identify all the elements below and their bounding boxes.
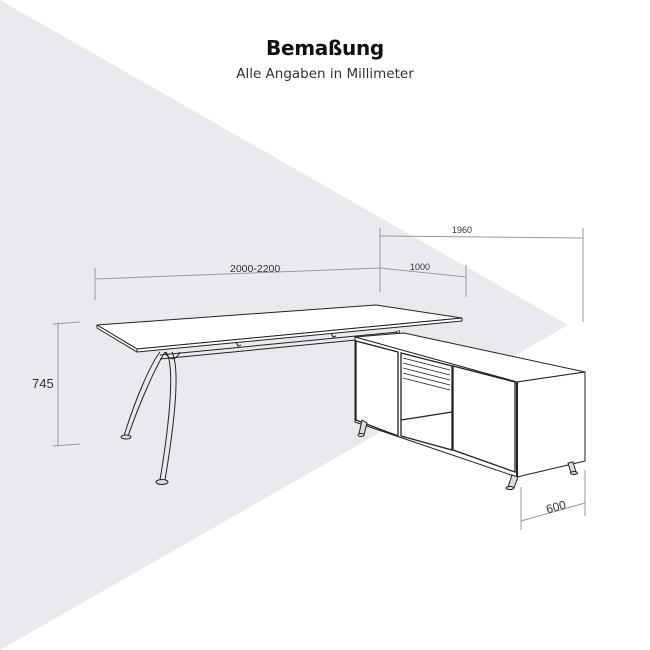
sideboard-length-label: 1960 — [452, 225, 473, 235]
dimension-lines — [52, 228, 586, 530]
sideboard-feet — [357, 419, 578, 491]
page-subtitle: Alle Angaben in Millimeter — [236, 66, 414, 82]
sideboard-doors — [355, 340, 518, 477]
page-title: Bemaßung — [266, 36, 384, 60]
desk-top — [96, 304, 463, 353]
desk-height-label: 745 — [32, 376, 54, 391]
return-depth-label: 1000 — [410, 262, 431, 272]
desk-width-label: 2000-2200 — [230, 263, 281, 275]
